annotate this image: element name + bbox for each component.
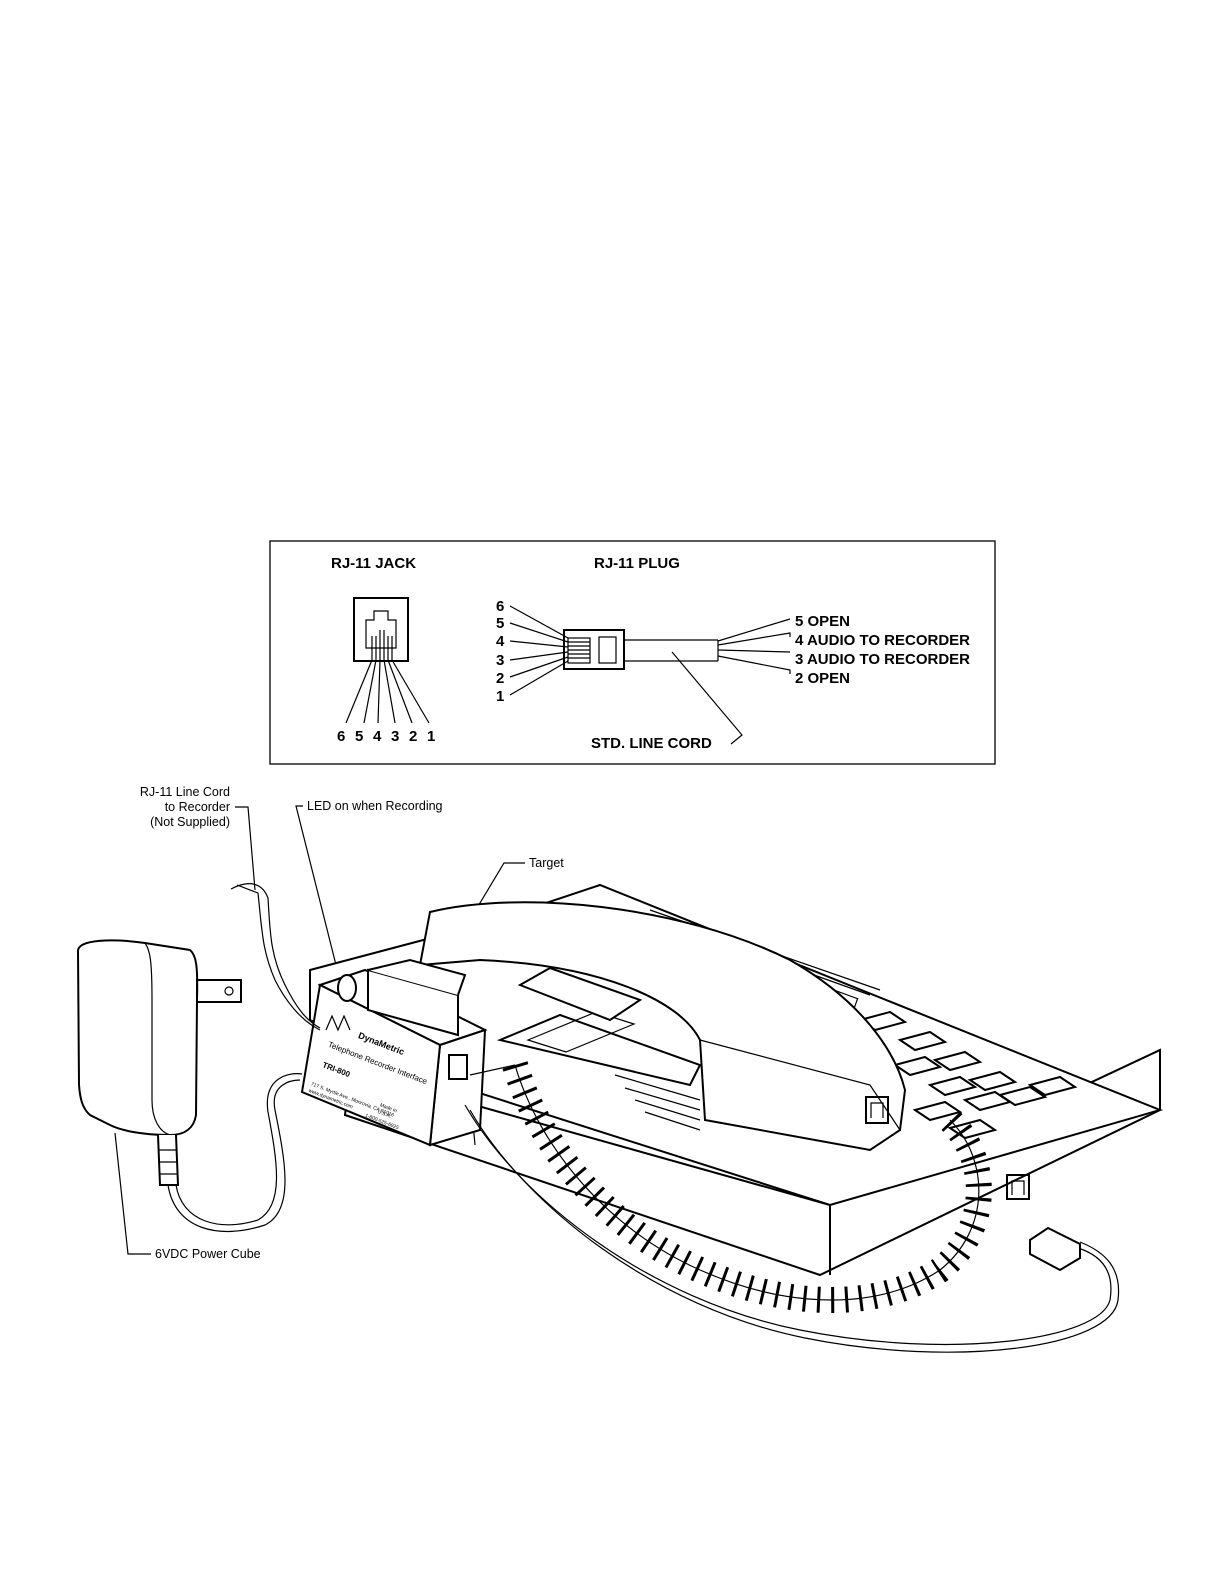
interface-jack [448, 1054, 468, 1080]
led-icon [337, 974, 357, 1002]
plug-pin-4: 4 [496, 633, 505, 650]
line-cord-leader-arrow [235, 806, 256, 891]
wire-label-4: 4 AUDIO TO RECORDER [795, 632, 970, 649]
jack-pin-numbers: 6 5 4 3 2 1 [337, 728, 435, 745]
wire-label-3: 3 AUDIO TO RECORDER [795, 651, 970, 668]
power-plug-icon [157, 1134, 180, 1186]
power-cube [76, 939, 242, 1186]
keypad [857, 1010, 1078, 1140]
wire-label-2: 2 OPEN [795, 670, 850, 687]
callout-power: 6VDC Power Cube [155, 1247, 261, 1261]
jack-pin-1: 1 [427, 728, 435, 745]
jack-pin-3: 3 [391, 728, 399, 745]
callout-line-cord-1: RJ-11 Line Cord [140, 785, 230, 799]
jack-pin-4: 4 [373, 728, 382, 745]
plug-pin-5: 5 [496, 615, 504, 632]
jack-title: RJ-11 JACK [331, 555, 416, 572]
device-country: U.S.A. [376, 1109, 392, 1120]
base-line-jack [1006, 1174, 1030, 1200]
led-leader-arrow [295, 805, 337, 966]
power-leader-arrow [114, 1132, 151, 1255]
handset-jack [865, 1096, 889, 1124]
jack-pin-2: 2 [409, 728, 417, 745]
cables [167, 883, 1120, 1353]
callout-line-cord-3: (Not Supplied) [150, 815, 230, 829]
callout-line-cord-2: to Recorder [165, 800, 230, 814]
callout-led: LED on when Recording [307, 799, 443, 813]
telephone-handset [418, 901, 907, 1152]
rj11-jack-icon [345, 597, 430, 724]
plug-pin-2: 2 [496, 670, 504, 687]
rj11-wiring-inset: RJ-11 JACK RJ-11 PLUG 6 5 4 3 2 1 [269, 540, 996, 765]
line-cord-leader [671, 651, 743, 745]
line-cord-label: STD. LINE CORD [591, 735, 712, 752]
recorder-interface-box: DynaMetric Telephone Recorder Interface … [300, 958, 488, 1147]
callout-target: Target [529, 856, 564, 870]
dynametric-logo-icon [325, 1014, 351, 1032]
modular-plug-icon [1029, 1226, 1081, 1272]
target-block [367, 968, 459, 1037]
plug-title: RJ-11 PLUG [594, 555, 680, 572]
plug-pin-3: 3 [496, 652, 504, 669]
jack-pin-5: 5 [355, 728, 363, 745]
callouts: RJ-11 Line Cord to Recorder (Not Supplie… [114, 785, 564, 1261]
plug-pin-6: 6 [496, 598, 504, 615]
jack-pin-6: 6 [337, 728, 345, 745]
plug-pin-numbers: 6 5 4 3 2 1 [496, 598, 505, 705]
plug-pin-1: 1 [496, 688, 504, 705]
rj11-plug-icon [509, 605, 791, 696]
wire-label-5: 5 OPEN [795, 613, 850, 630]
coiled-handset-cord [502, 1061, 992, 1313]
